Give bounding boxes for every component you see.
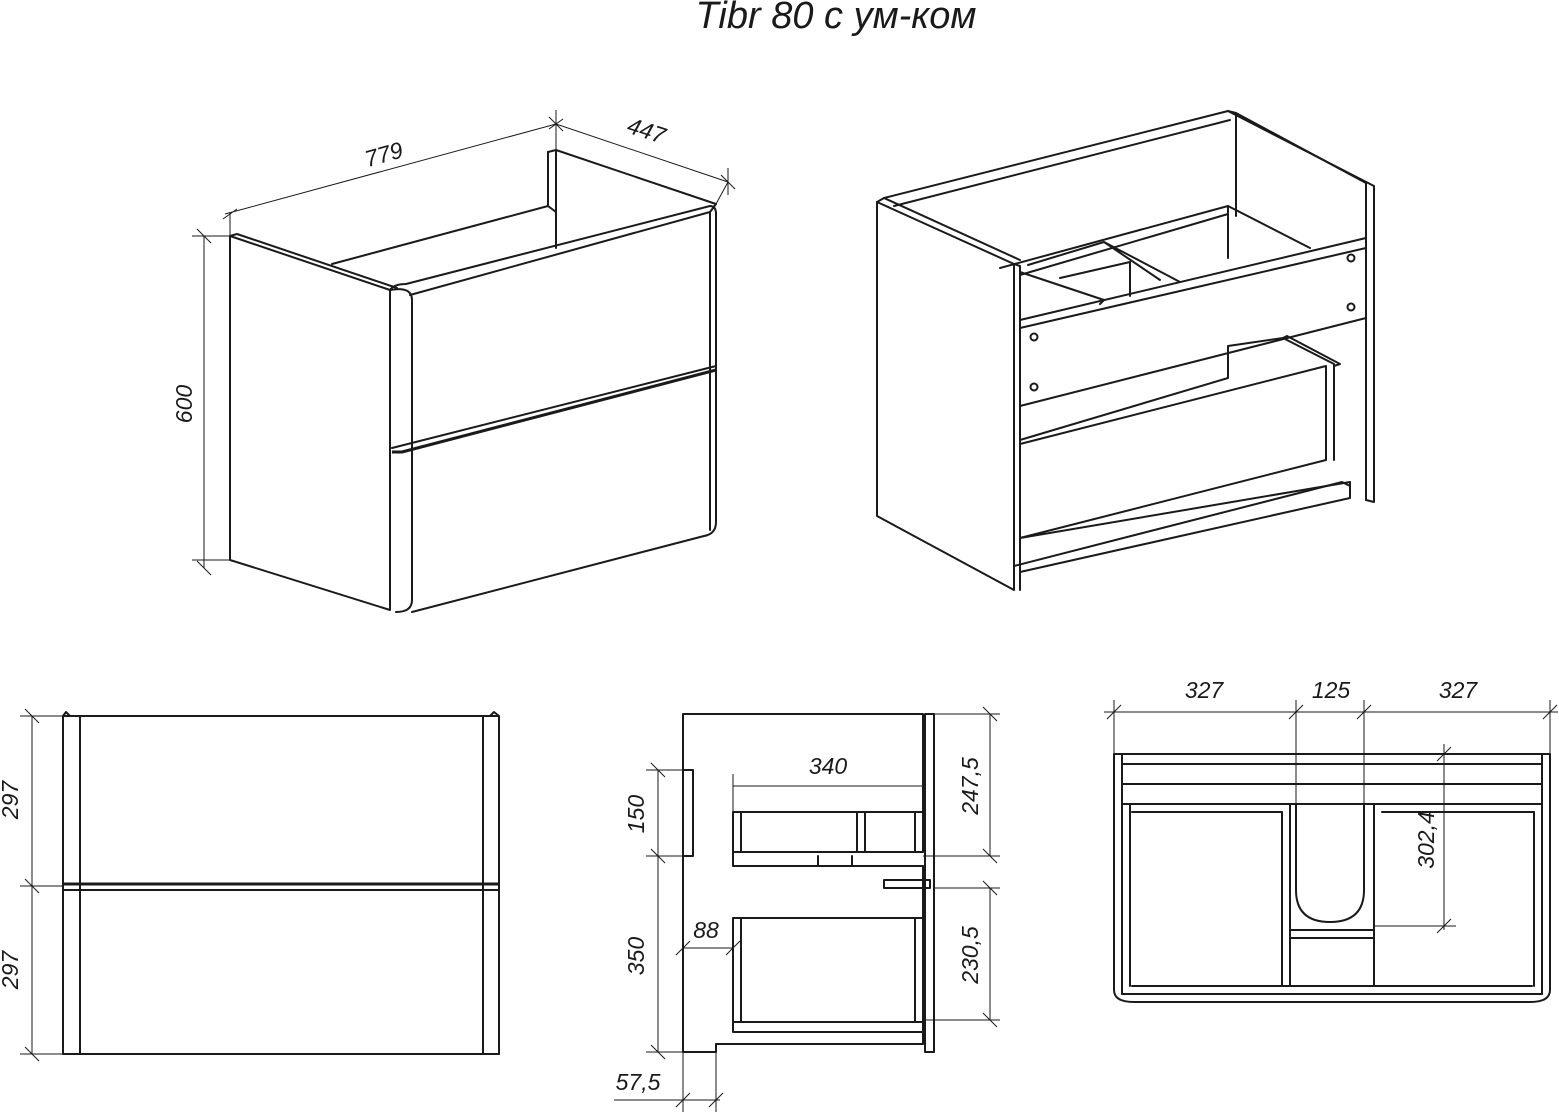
upper-front-height: 150 bbox=[623, 795, 649, 834]
iso-view-closed: 779 447 600 bbox=[171, 110, 736, 613]
right-section-width: 327 bbox=[1439, 677, 1479, 703]
left-section-width: 327 bbox=[1185, 677, 1225, 703]
side-section-view: 340 150 350 247,5 230,5 88 57,5 bbox=[614, 706, 1000, 1112]
upper-drawer-box-height: 247,5 bbox=[957, 757, 983, 816]
plinth-dimension: 57,5 bbox=[616, 1069, 661, 1095]
lower-drawer-box-height: 230,5 bbox=[957, 926, 983, 985]
front-view: 297 297 bbox=[0, 708, 500, 1062]
lower-drawer-height: 297 bbox=[0, 950, 23, 991]
depth-dimension: 447 bbox=[624, 112, 670, 149]
lower-front-height: 350 bbox=[623, 937, 649, 976]
cutout-depth: 302,4 bbox=[1413, 811, 1439, 869]
shelf-depth: 340 bbox=[809, 753, 848, 779]
iso-view-open bbox=[876, 110, 1375, 591]
drawing-title: Tibr 80 с ум-ком bbox=[696, 0, 977, 37]
drawer-offset: 88 bbox=[693, 917, 719, 943]
upper-drawer-height: 297 bbox=[0, 780, 23, 821]
height-dimension: 600 bbox=[171, 385, 197, 424]
top-plan-view: 327 125 327 302,4 bbox=[1104, 677, 1558, 1003]
cutout-width: 125 bbox=[1312, 677, 1351, 703]
